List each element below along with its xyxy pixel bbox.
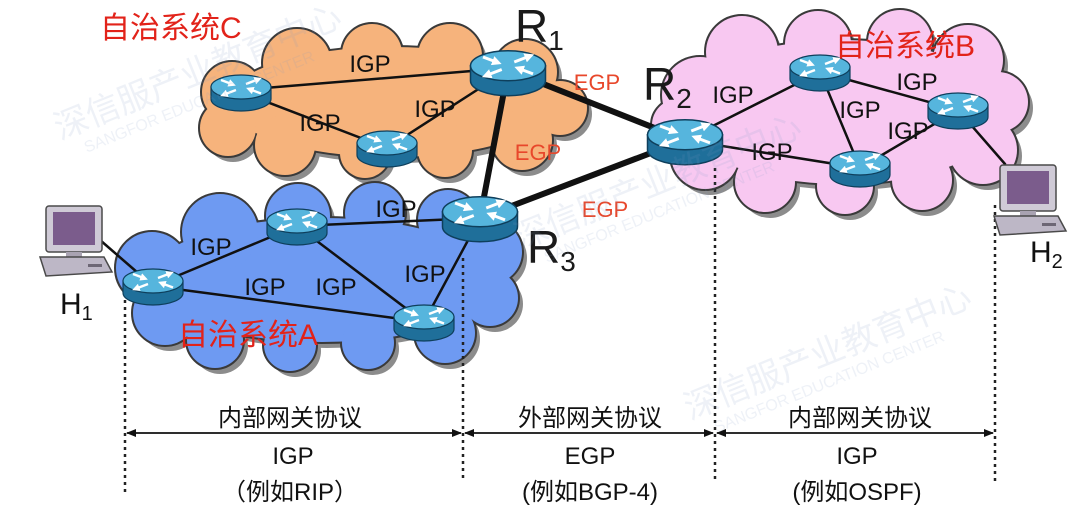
router-icon bbox=[394, 305, 454, 341]
span-protocol: IGP bbox=[836, 443, 877, 470]
as-b-label: 自治系统B bbox=[835, 30, 975, 63]
router-r1-icon bbox=[471, 51, 546, 96]
igp-label: IGP bbox=[887, 118, 928, 145]
router-r1-label: R1 bbox=[515, 0, 564, 56]
host-h2-computer-icon bbox=[993, 164, 1067, 236]
router-icon bbox=[211, 75, 271, 111]
span-title: 内部网关协议 bbox=[788, 405, 932, 432]
span-title: 外部网关协议 bbox=[518, 405, 662, 432]
span-example: (例如BGP-4) bbox=[522, 479, 658, 506]
as-c-label: 自治系统C bbox=[100, 12, 242, 45]
igp-label: IGP bbox=[896, 69, 937, 96]
router-r2-label: R2 bbox=[643, 58, 692, 114]
protocol-span-igp-rip: 内部网关协议 IGP （例如RIP） bbox=[218, 405, 362, 506]
router-icon bbox=[267, 209, 327, 245]
egp-label: EGP bbox=[574, 70, 620, 95]
egp-label: EGP bbox=[515, 140, 561, 165]
igp-label: IGP bbox=[299, 110, 340, 137]
span-example: （例如RIP） bbox=[222, 479, 358, 506]
router-r2-icon bbox=[648, 120, 723, 165]
igp-label: IGP bbox=[349, 51, 390, 78]
router-r3-label: R3 bbox=[527, 221, 576, 277]
igp-label: IGP bbox=[404, 261, 445, 288]
igp-label: IGP bbox=[414, 96, 455, 123]
boundary-lines bbox=[123, 168, 997, 493]
igp-label: IGP bbox=[712, 82, 753, 109]
router-icon bbox=[830, 151, 890, 187]
span-protocol: IGP bbox=[272, 443, 313, 470]
protocol-span-egp-bgp: 外部网关协议 EGP (例如BGP-4) bbox=[518, 405, 662, 506]
igp-label: IGP bbox=[315, 274, 356, 301]
igp-label: IGP bbox=[190, 234, 231, 261]
host-h1-label: H1 bbox=[60, 288, 93, 325]
span-example: (例如OSPF) bbox=[792, 479, 921, 506]
span-protocol: EGP bbox=[565, 443, 616, 470]
igp-label: IGP bbox=[839, 97, 880, 124]
igp-label: IGP bbox=[375, 196, 416, 223]
igp-link bbox=[239, 66, 510, 92]
router-icon bbox=[357, 131, 417, 167]
router-icon bbox=[123, 269, 183, 305]
host-h2-label: H2 bbox=[1030, 236, 1063, 273]
host-h1-computer-icon bbox=[39, 205, 113, 277]
igp-label: IGP bbox=[751, 139, 792, 166]
router-icon bbox=[928, 93, 988, 129]
egp-label: EGP bbox=[582, 197, 628, 222]
protocol-span-igp-ospf: 内部网关协议 IGP (例如OSPF) bbox=[788, 405, 932, 506]
span-title: 内部网关协议 bbox=[218, 405, 362, 432]
igp-link bbox=[151, 284, 426, 324]
router-r3-icon bbox=[443, 197, 518, 242]
as-a-label: 自治系统A bbox=[178, 319, 318, 352]
igp-label: IGP bbox=[244, 274, 285, 301]
